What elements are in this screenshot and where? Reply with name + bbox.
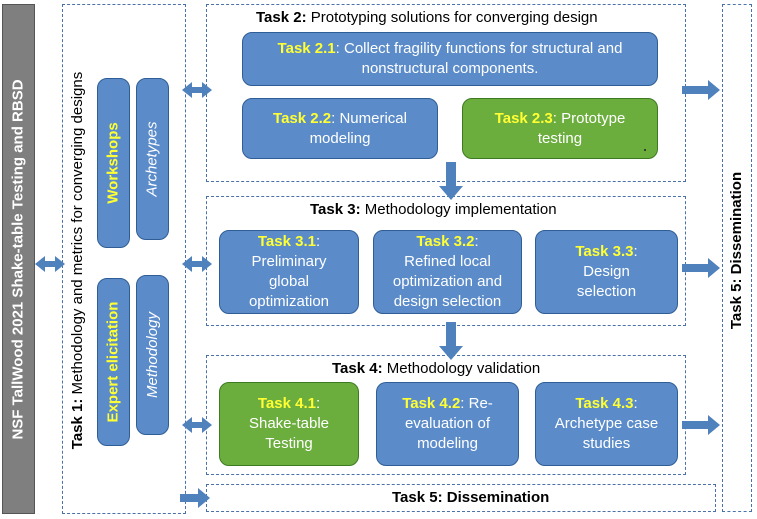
double-arrow-task3 (182, 256, 212, 272)
archetypes-box: Archetypes (136, 78, 169, 240)
task4-3-box: Task 4.3: Archetype case studies (535, 382, 678, 466)
task3-1-box: Task 3.1: Preliminary global optimizatio… (219, 230, 359, 314)
double-arrow-task4 (182, 417, 212, 433)
task4-container (206, 355, 686, 475)
methodology-box: Methodology (136, 275, 169, 435)
task4-1-box: Task 4.1: Shake-table Testing (219, 382, 359, 466)
task4-heading: Task 4: Methodology validation (332, 360, 541, 377)
task2-3-box: Task 2.3: Prototype testing (462, 98, 658, 159)
task2-1-box: Task 2.1: Collect fragility functions fo… (242, 32, 658, 86)
arrow-to-task5-bottom (180, 488, 210, 508)
task5-bottom-label: Task 5: Dissemination (392, 489, 550, 506)
task2-heading: Task 2: Prototyping solutions for conver… (256, 9, 598, 26)
task3-heading: Task 3: Methodology implementation (310, 201, 557, 218)
task1-container (62, 4, 186, 514)
task3-3-box: Task 3.3: Design selection (535, 230, 678, 314)
arrow-task3-to-task5 (682, 258, 720, 278)
arrow-task2-to-task3 (439, 162, 463, 200)
double-arrow-left (35, 256, 65, 272)
side-title-bar: NSF TallWood 2021 Shake-table Testing an… (2, 4, 35, 514)
double-arrow-task2 (182, 82, 212, 98)
task3-2-box: Task 3.2: Refined local optimization and… (373, 230, 522, 314)
arrow-task4-to-task5 (682, 415, 720, 435)
task4-2-box: Task 4.2: Re- evaluation of modeling (376, 382, 519, 466)
task2-2-box: Task 2.2: Numerical modeling (242, 98, 438, 159)
task5-side-container (722, 4, 752, 512)
arrow-task3-to-task4 (439, 322, 463, 360)
expert-elicitation-box: Expert elicitation (97, 278, 130, 446)
workshops-box: Workshops (97, 78, 130, 248)
arrow-task2-to-task5 (682, 80, 720, 100)
